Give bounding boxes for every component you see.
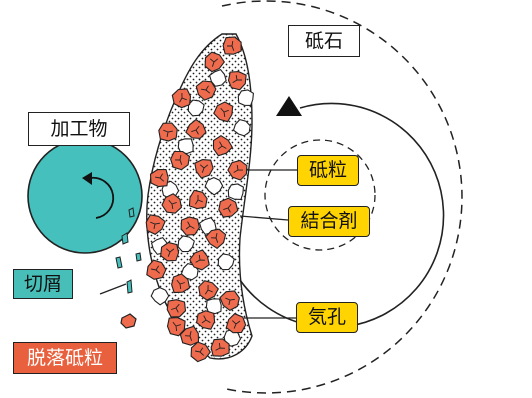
chips-fragments: [115, 207, 142, 294]
abrasive-grain: [185, 118, 207, 139]
grain-crack: [171, 303, 180, 313]
grain-crack: [195, 195, 203, 205]
pore: [177, 235, 195, 253]
abrasive-grain: [227, 71, 247, 91]
grain-crack: [231, 320, 241, 329]
grain-crack: [204, 284, 213, 295]
grain-crack: [199, 164, 209, 173]
abrasive-grain: [171, 273, 191, 294]
grain-crack: [201, 315, 211, 324]
grain-crack: [233, 165, 244, 173]
grain-crack: [174, 155, 183, 165]
pore: [237, 89, 254, 106]
grain-crack: [155, 173, 165, 182]
abrasive-grain: [145, 214, 166, 235]
grain-crack: [163, 129, 173, 137]
grain-crack: [172, 321, 181, 332]
grain-crack: [215, 342, 226, 351]
grain-crack: [217, 141, 227, 150]
abrasive-grain-label: 砥粒: [297, 155, 359, 186]
grain-crack: [185, 221, 195, 230]
grain-crack: [166, 248, 175, 257]
grain-crack: [191, 125, 200, 135]
abrasive-grain: [205, 228, 227, 249]
grain-crack: [210, 233, 219, 243]
workpiece-arrowhead: [82, 172, 92, 185]
grain-crack: [195, 254, 206, 263]
pore-label: 気孔: [296, 302, 358, 333]
abrasive-grain: [213, 101, 234, 123]
grinding-wheel-outline: [221, 0, 463, 394]
grain-crack: [232, 75, 242, 83]
pore: [217, 253, 235, 271]
magnify-dashed-circle: [264, 139, 376, 251]
abrasive-grain: [225, 313, 247, 334]
curved-arrow-icon: [89, 176, 115, 219]
triangle-up-icon: [276, 96, 302, 116]
pore: [227, 183, 244, 200]
pore: [204, 176, 224, 196]
workpiece-label: 加工物: [28, 112, 130, 146]
pore: [223, 328, 242, 347]
grain-crack: [184, 331, 193, 341]
pore: [150, 286, 170, 306]
dislodged-grain-label: 脱落砥粒: [13, 342, 117, 374]
pore: [208, 68, 227, 87]
grain-crack: [225, 297, 235, 305]
grain-crack: [151, 265, 160, 274]
pore: [187, 99, 205, 117]
grain-crack: [150, 221, 160, 229]
grain-crack: [223, 203, 232, 213]
abrasive-grain-group: [145, 36, 248, 363]
dislodged-grain: [120, 313, 137, 329]
abrasive-grain: [190, 341, 211, 363]
grain-crack: [195, 347, 205, 356]
leader-lines: [99, 169, 297, 319]
grain-crack: [179, 92, 187, 103]
grain-crack: [176, 279, 185, 290]
grain-crack: [227, 41, 235, 51]
bond-label: 結合剤: [288, 206, 370, 237]
grain-crack: [201, 85, 211, 94]
abrasive-grain: [212, 135, 233, 157]
pore: [232, 118, 251, 137]
pore-group: [150, 68, 254, 347]
grain-crack: [209, 58, 219, 67]
grain-crack: [220, 107, 229, 117]
chips-label: 切屑: [13, 269, 73, 299]
grain-crack: [168, 199, 177, 209]
grinding-wheel-label: 砥石: [288, 25, 360, 57]
